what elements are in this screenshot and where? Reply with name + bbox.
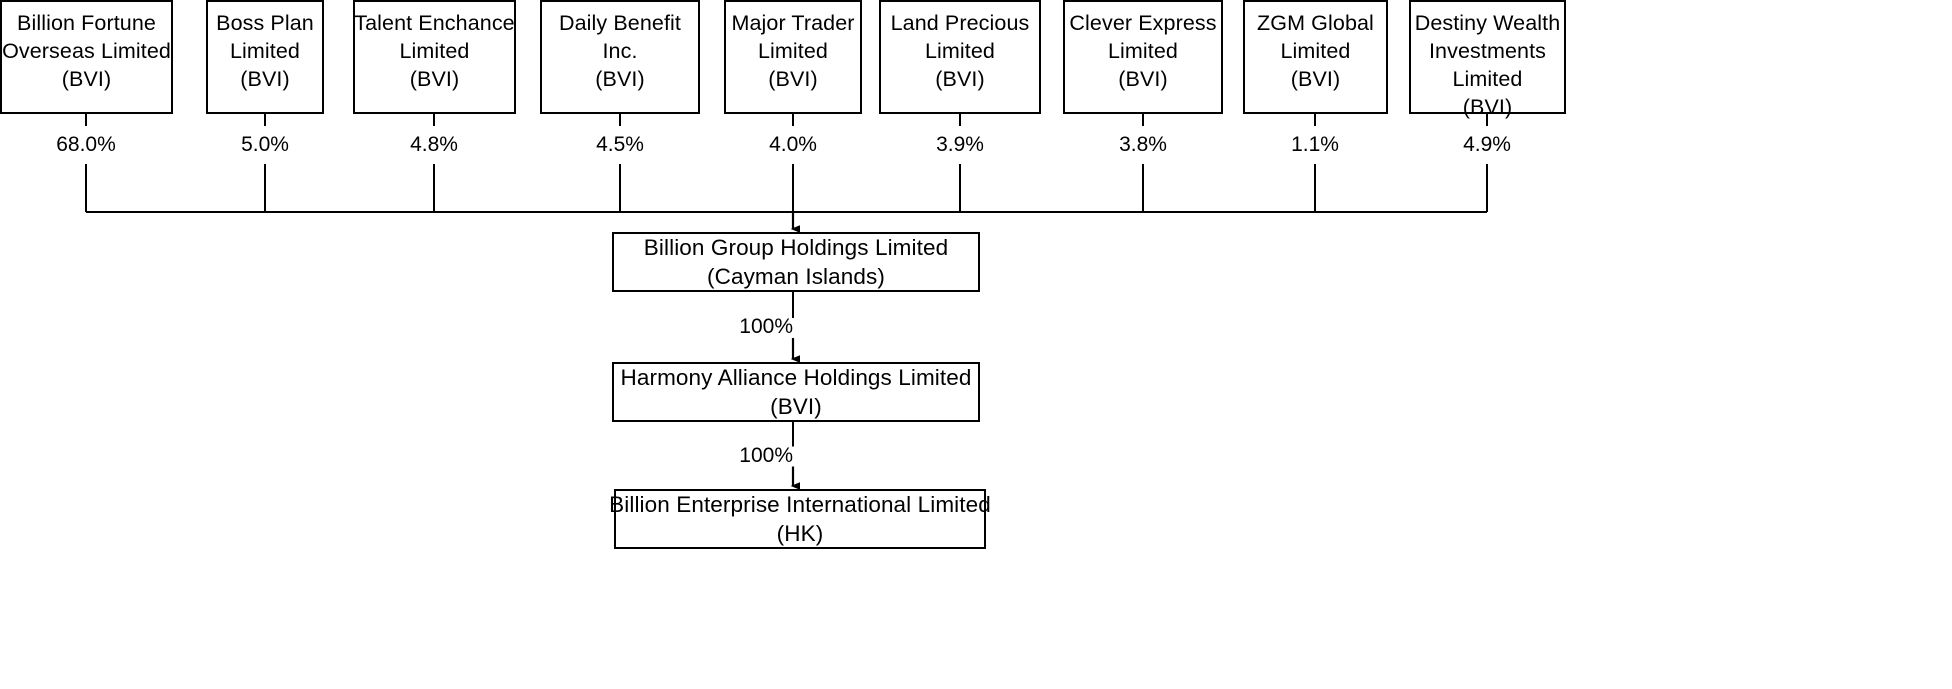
ownership-percent-label: 4.5% [596, 133, 644, 156]
shareholder-name-line: Limited [924, 38, 995, 63]
edge-label-holdings-to-intermediate: 100% [739, 315, 793, 338]
shareholder-jurisdiction: (BVI) [935, 66, 985, 91]
shareholder-name-line: Daily Benefit [559, 11, 681, 35]
ownership-percent-label: 4.0% [769, 133, 817, 156]
shareholder-jurisdiction: (BVI) [1462, 94, 1513, 119]
ownership-percent-label: 3.8% [1119, 133, 1167, 156]
shareholder-name-line: Destiny Wealth [1414, 11, 1561, 35]
shareholder-name-line: Billion Fortune [17, 11, 156, 35]
entity-jurisdiction-intermediate: (BVI) [770, 394, 822, 419]
edge-label-intermediate-to-operating: 100% [739, 443, 793, 467]
entity-box-billion-group-holdings[interactable]: Billion Group Holdings Limited (Cayman I… [612, 232, 980, 292]
shareholder-name-line: ZGM Global [1257, 11, 1374, 35]
ownership-percent-label: 4.9% [1463, 133, 1511, 156]
shareholder-name-line: Limited [757, 38, 828, 63]
entity-name-operating: Billion Enterprise International Limited [609, 491, 991, 517]
shareholder-name-line: Limited [1452, 66, 1523, 91]
entity-name-intermediate: Harmony Alliance Holdings Limited [620, 364, 972, 390]
ownership-percent-label: 3.9% [936, 133, 984, 156]
shareholder-name-line: Investments [1428, 38, 1546, 63]
entity-jurisdiction-operating: (HK) [776, 521, 824, 546]
shareholder-name-line: Limited [399, 38, 470, 63]
ownership-percent-label: 68.0% [56, 133, 116, 156]
shareholder-name-line: Talent Enchance [354, 11, 515, 35]
ownership-percent-label: 5.0% [241, 133, 289, 156]
entity-name-holdings: Billion Group Holdings Limited [643, 234, 949, 260]
shareholder-name-line: Boss Plan [216, 11, 314, 35]
shareholder-jurisdiction: (BVI) [1290, 66, 1341, 91]
shareholder-jurisdiction: (BVI) [240, 66, 290, 91]
shareholder-jurisdiction: (BVI) [595, 66, 645, 91]
shareholder-jurisdiction: (BVI) [61, 66, 112, 91]
shareholder-name-line: Major Trader [731, 11, 855, 35]
entity-jurisdiction-holdings: (Cayman Islands) [707, 264, 885, 289]
shareholder-name-line: Clever Express [1069, 11, 1217, 35]
shareholder-name-line: Inc. [602, 38, 638, 63]
shareholder-name-line: Limited [229, 38, 300, 63]
shareholder-jurisdiction: (BVI) [768, 66, 818, 91]
shareholder-jurisdiction: (BVI) [1118, 66, 1168, 91]
shareholder-name-line: Limited [1107, 38, 1178, 63]
shareholder-name-line: Limited [1280, 38, 1351, 63]
ownership-percent-label: 4.8% [410, 133, 458, 156]
shareholder-jurisdiction: (BVI) [409, 66, 460, 91]
entity-box-billion-enterprise-international[interactable]: Billion Enterprise International Limited… [609, 489, 991, 549]
shareholder-name-line: Land Precious [890, 11, 1030, 35]
shareholder-name-line: Overseas Limited [2, 38, 171, 63]
ownership-percent-label: 1.1% [1291, 133, 1339, 156]
entity-box-harmony-alliance-holdings[interactable]: Harmony Alliance Holdings Limited (BVI) [612, 362, 980, 422]
